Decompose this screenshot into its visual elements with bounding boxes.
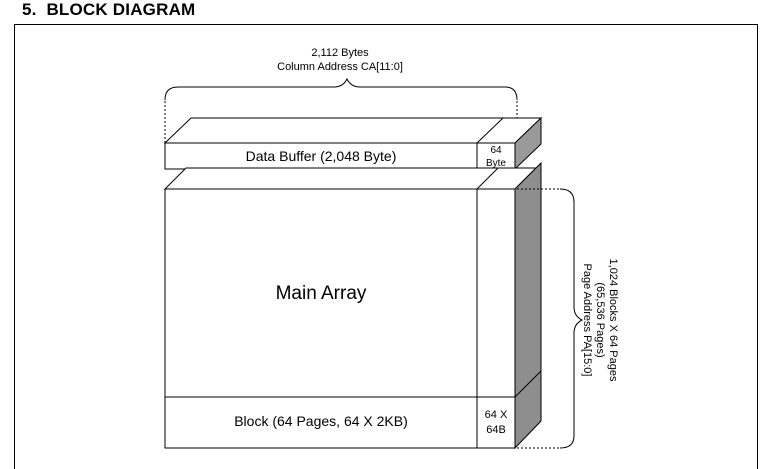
section-number: 5. bbox=[22, 0, 37, 19]
page-count-label: 1,024 Blocks X 64 Pages bbox=[607, 259, 619, 382]
main-array-label: Main Array bbox=[276, 283, 367, 304]
data-buffer-top-face bbox=[163, 117, 543, 144]
page-guide-lines bbox=[517, 188, 559, 449]
block-label: Block (64 Pages, 64 X 2KB) bbox=[234, 413, 408, 429]
column-address-label: Column Address CA[11:0] bbox=[277, 61, 403, 73]
data-buffer-spare-top: 64 bbox=[490, 145, 502, 156]
section-heading: 5. BLOCK DIAGRAM bbox=[22, 0, 195, 20]
data-buffer bbox=[163, 116, 543, 171]
page-total-label: (65,536 Pages) bbox=[594, 282, 606, 357]
section-title: BLOCK DIAGRAM bbox=[46, 0, 196, 19]
page-address-text: 1,024 Blocks X 64 Pages (65,536 Pages) P… bbox=[581, 259, 619, 382]
main-array-side-face bbox=[514, 161, 542, 450]
data-buffer-spare-bottom: Byte bbox=[486, 158, 506, 169]
data-buffer-label: Data Buffer (2,048 Byte) bbox=[246, 148, 397, 164]
column-brace bbox=[164, 77, 518, 101]
diagram-frame bbox=[14, 24, 758, 469]
main-array-front bbox=[164, 188, 516, 449]
page-address-label: Page Address PA[15:0] bbox=[581, 264, 593, 377]
main-array bbox=[163, 161, 542, 450]
block-spare-bottom: 64B bbox=[486, 424, 506, 436]
page-brace bbox=[559, 188, 584, 449]
block-spare-top: 64 X bbox=[485, 409, 508, 421]
column-bytes-label: 2,112 Bytes bbox=[311, 47, 369, 59]
